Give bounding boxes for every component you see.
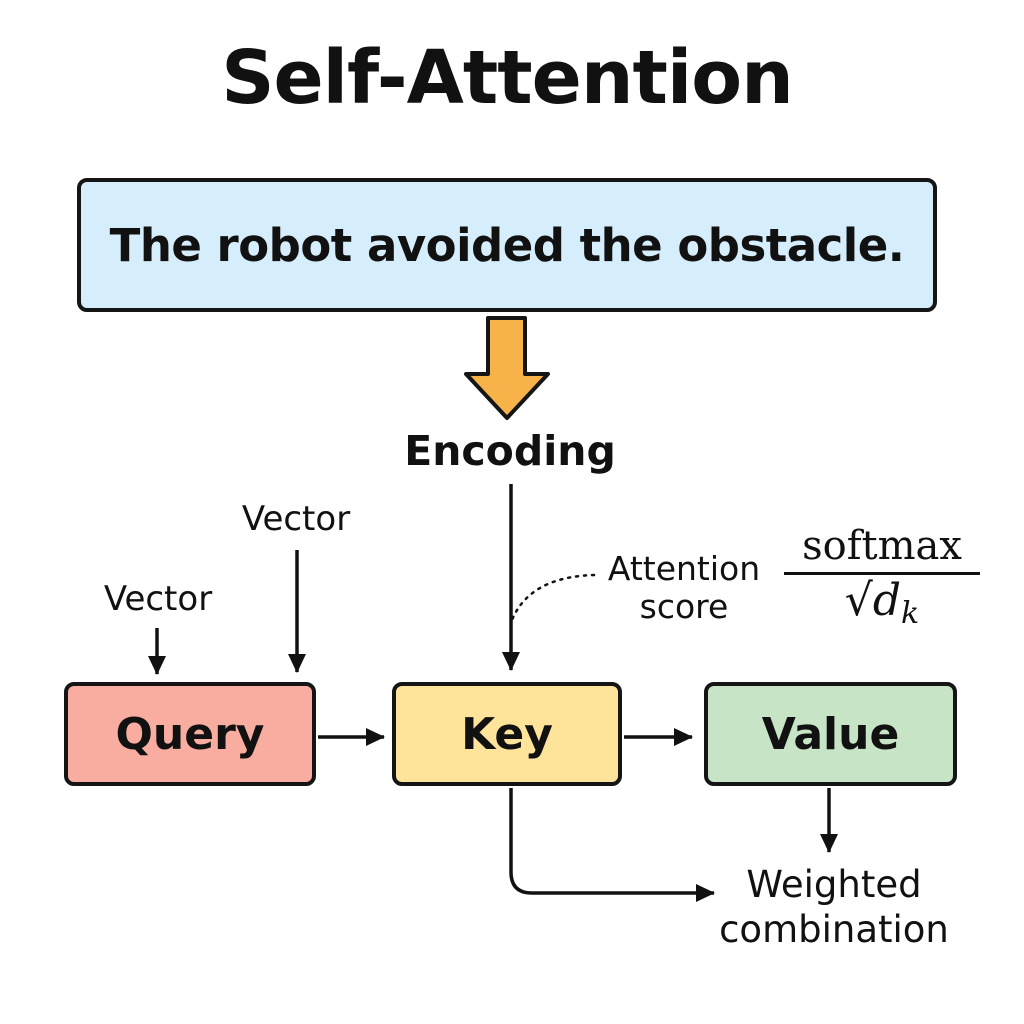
query-label: Query xyxy=(115,708,265,760)
diagram-title: Self-Attention xyxy=(221,35,794,121)
key-label: Key xyxy=(461,708,553,760)
weighted-line2: combination xyxy=(719,908,949,952)
formula-denominator: √dk xyxy=(784,575,980,632)
value-node: Value xyxy=(704,682,957,786)
attention-score-label: Attention score xyxy=(586,550,782,626)
attention-score-dotted-curve xyxy=(510,573,596,622)
query-node: Query xyxy=(64,682,316,786)
input-sentence: The robot avoided the obstacle. xyxy=(109,218,905,272)
formula-d-symbol: d xyxy=(872,575,902,626)
encoding-down-arrow-icon xyxy=(464,316,550,420)
attention-score-line1: Attention xyxy=(607,549,761,588)
value-label: Value xyxy=(761,708,900,760)
sqrt-symbol: √ xyxy=(844,575,873,626)
attention-score-line2: score xyxy=(639,586,729,626)
softmax-formula: softmax √dk xyxy=(784,524,980,632)
weighted-line1: Weighted xyxy=(746,863,922,906)
vector-label-left: Vector xyxy=(103,579,213,619)
vector-label-right: Vector xyxy=(241,499,351,539)
key-to-weighted-arrow xyxy=(509,788,715,902)
formula-k-subscript: k xyxy=(901,596,920,631)
weighted-combination-label: Weighted combination xyxy=(712,862,956,952)
formula-numerator: softmax xyxy=(784,524,980,575)
input-sentence-box: The robot avoided the obstacle. xyxy=(77,178,937,312)
key-node: Key xyxy=(392,682,622,786)
encoding-label: Encoding xyxy=(404,427,616,475)
